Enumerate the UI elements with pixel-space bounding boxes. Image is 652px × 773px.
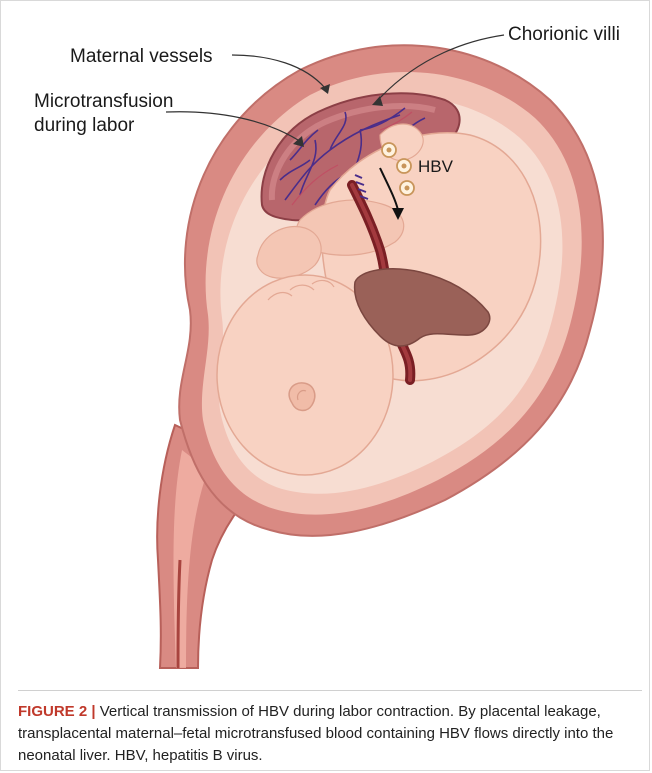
label-microtransfusion-line1: Microtransfusion <box>34 91 173 112</box>
label-microtransfusion-line2: during labor <box>34 115 135 136</box>
hbv-particle-icon <box>400 181 414 195</box>
caption-text-block: FIGURE 2 | Vertical transmission of HBV … <box>18 701 642 767</box>
hbv-particle-icon <box>382 143 396 157</box>
label-chorionic-villi: Chorionic villi <box>508 24 620 45</box>
caption-separator: | <box>87 703 100 720</box>
figure-caption: FIGURE 2 | Vertical transmission of HBV … <box>18 690 642 767</box>
hbv-particle-icon <box>397 159 411 173</box>
label-hbv: HBV <box>418 157 454 176</box>
vertical-transmission-illustration: Chorionic villi Maternal vessels Microtr… <box>0 0 652 690</box>
label-maternal-vessels: Maternal vessels <box>70 46 213 67</box>
caption-body: Vertical transmission of HBV during labo… <box>18 703 613 764</box>
caption-figure-label: FIGURE 2 <box>18 703 87 720</box>
